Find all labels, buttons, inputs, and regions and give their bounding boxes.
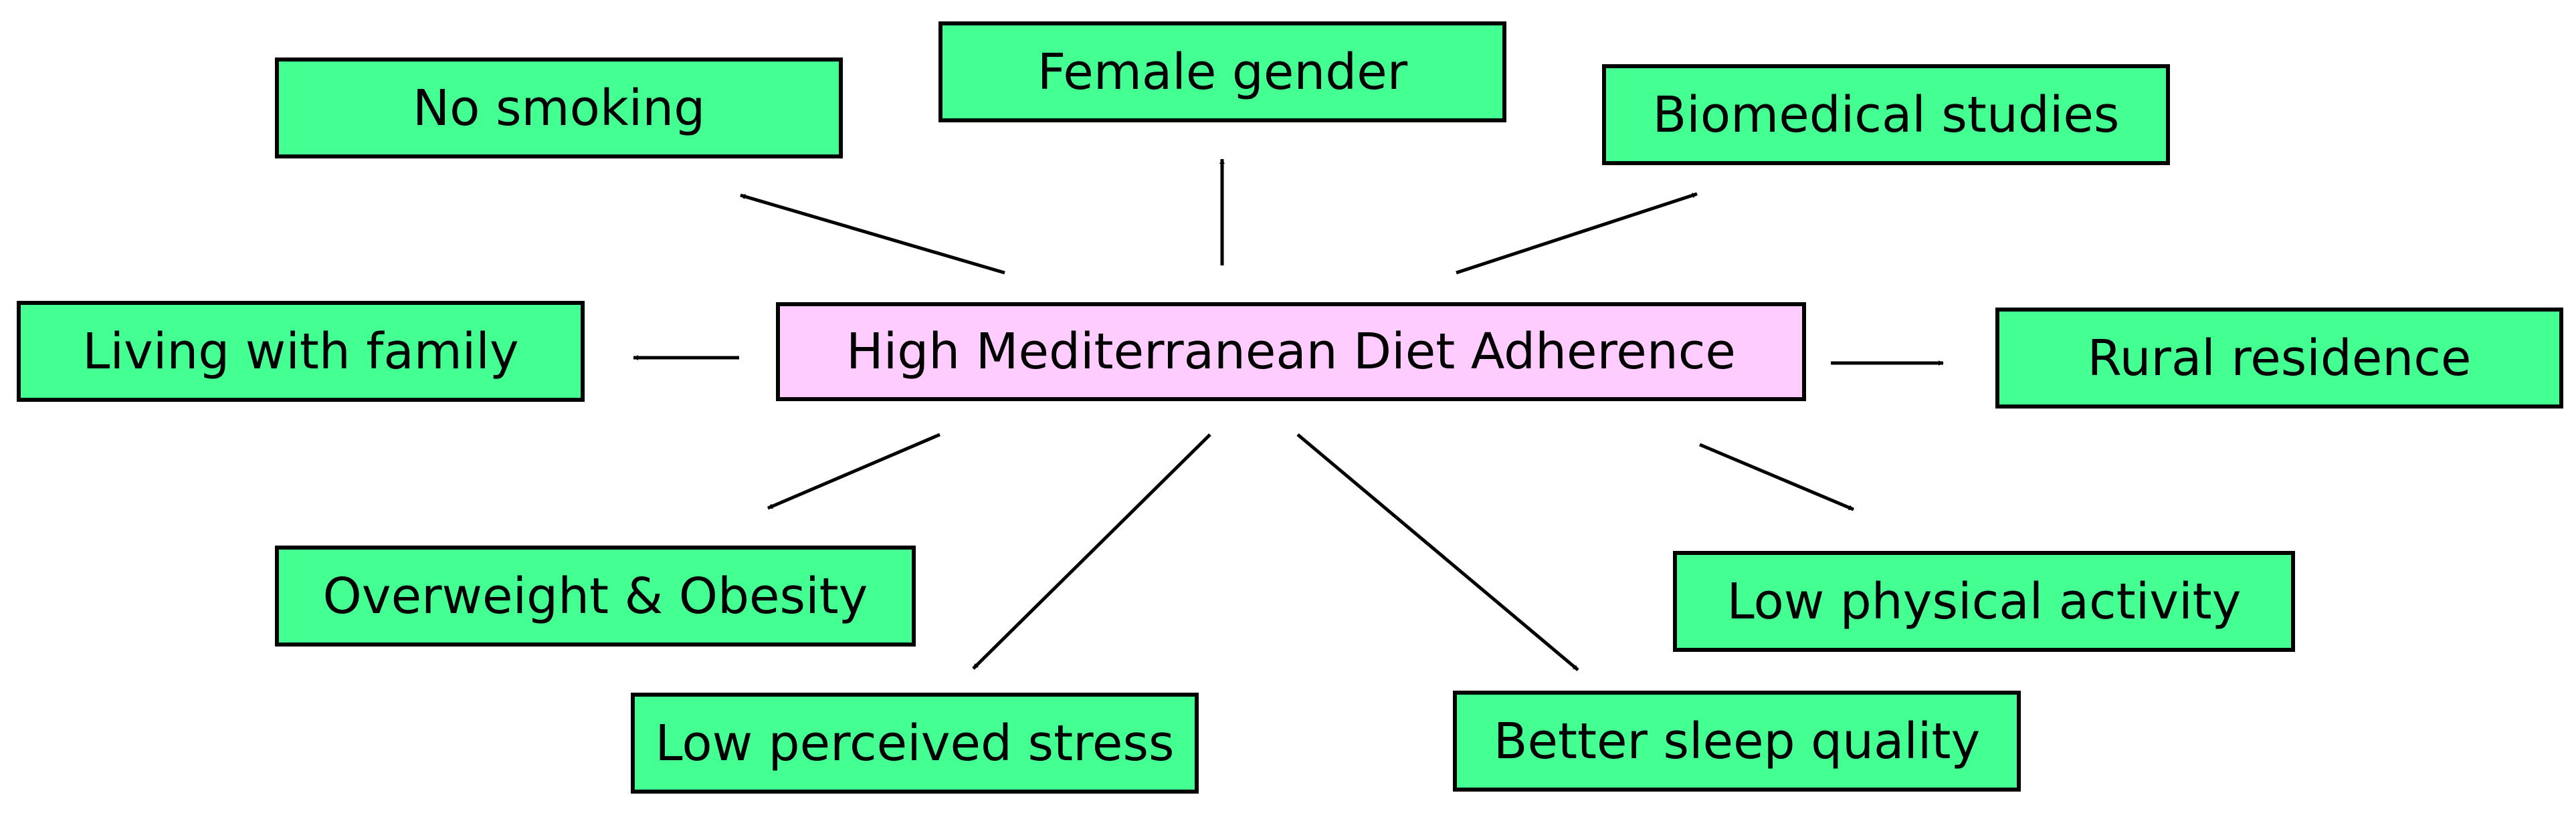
arrow-to-no-smoking — [740, 193, 1005, 275]
node-low-perceived-stress-label: Low perceived stress — [655, 714, 1175, 772]
arrow-to-low-physical-activity — [1699, 443, 1854, 511]
node-rural-residence: Rural residence — [1995, 308, 2563, 409]
node-no-smoking: No smoking — [275, 57, 843, 158]
arrow-to-overweight-obesity — [767, 433, 940, 510]
node-better-sleep-quality: Better sleep quality — [1453, 691, 2021, 792]
node-overweight-obesity-label: Overweight & Obesity — [322, 567, 868, 625]
node-overweight-obesity: Overweight & Obesity — [275, 546, 916, 647]
node-living-with-family: Living with family — [17, 301, 585, 402]
node-better-sleep-quality-label: Better sleep quality — [1493, 712, 1981, 770]
node-biomedical-studies: Biomedical studies — [1602, 64, 2170, 165]
node-center-label: High Mediterranean Diet Adherence — [846, 323, 1736, 380]
node-low-physical-activity-label: Low physical activity — [1726, 572, 2242, 630]
arrow-to-low-perceived-stress — [972, 433, 1211, 670]
node-no-smoking-label: No smoking — [412, 79, 706, 137]
node-low-perceived-stress: Low perceived stress — [631, 693, 1199, 794]
node-biomedical-studies-label: Biomedical studies — [1652, 86, 2120, 144]
node-rural-residence-label: Rural residence — [2087, 329, 2472, 387]
node-center: High Mediterranean Diet Adherence — [776, 302, 1806, 401]
node-female-gender-label: Female gender — [1037, 43, 1408, 101]
node-female-gender: Female gender — [938, 21, 1506, 122]
arrow-group — [633, 158, 1944, 671]
node-living-with-family-label: Living with family — [82, 322, 519, 380]
arrow-to-better-sleep-quality — [1296, 433, 1579, 671]
arrow-to-biomedical-studies — [1456, 192, 1698, 275]
node-low-physical-activity: Low physical activity — [1673, 551, 2295, 652]
